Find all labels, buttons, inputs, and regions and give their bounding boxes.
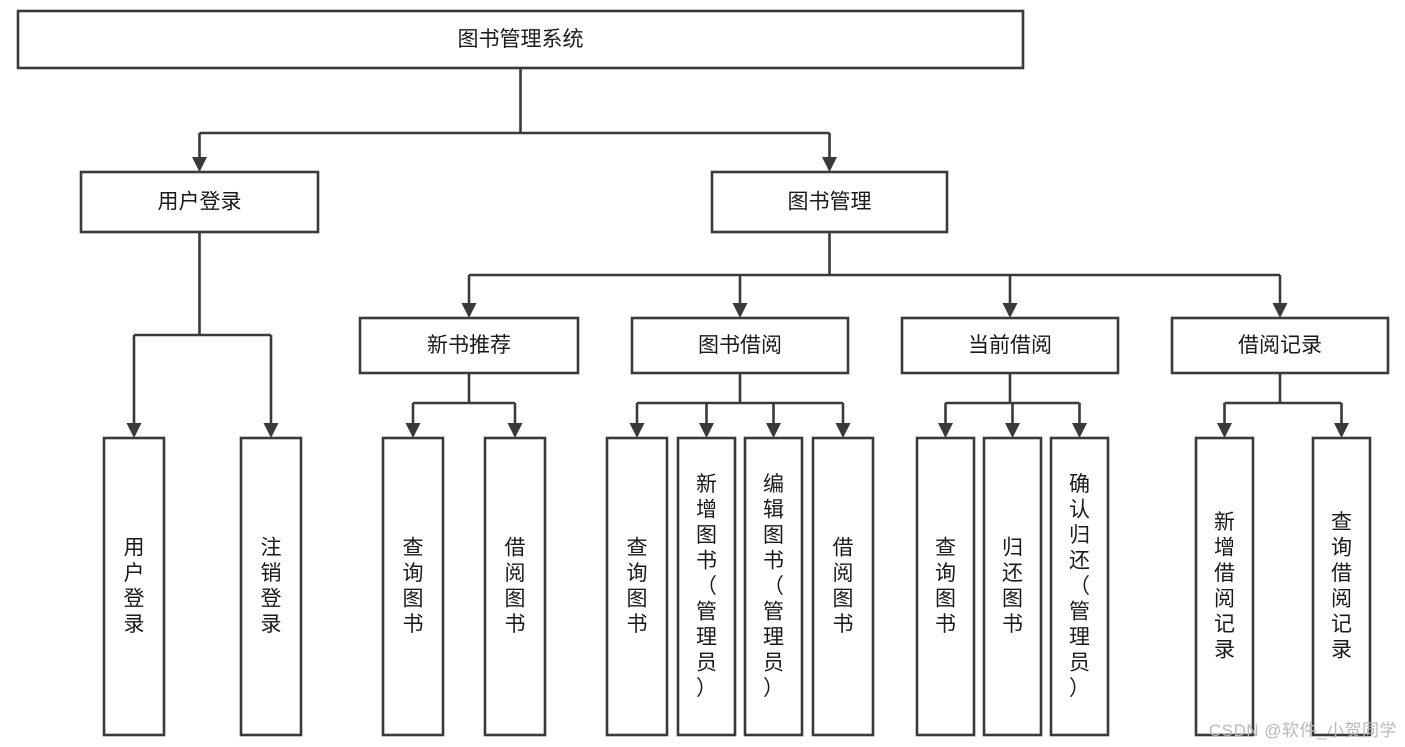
node-label-book-borrow: 图书借阅	[698, 334, 782, 357]
node-box-leaf-return-book	[982, 436, 1043, 737]
node-label-leaf-query-book-1: 查询图书	[403, 537, 424, 637]
node-root[interactable]: 图书管理系统	[16, 9, 1025, 70]
arrow-head-icon	[732, 303, 748, 318]
node-leaf-query-record[interactable]: 查询借阅记录	[1311, 436, 1372, 737]
node-label-leaf-borrow-book-1: 借阅图书	[505, 537, 526, 637]
node-label-current-borrow: 当前借阅	[968, 334, 1052, 357]
arrow-head-icon	[126, 423, 142, 438]
edge-group-root	[192, 68, 837, 172]
arrow-head-icon	[938, 423, 953, 438]
arrow-head-icon	[1005, 423, 1020, 438]
arrow-head-icon	[1272, 303, 1288, 318]
arrow-head-icon	[1072, 423, 1087, 438]
node-leaf-borrow-book-1[interactable]: 借阅图书	[483, 436, 547, 737]
node-label-borrow-record: 借阅记录	[1238, 334, 1322, 357]
node-label-leaf-add-record: 新增借阅记录	[1214, 511, 1235, 662]
node-box-leaf-query-record	[1311, 436, 1372, 737]
node-box-book-manage	[710, 170, 949, 234]
node-borrow-record[interactable]: 借阅记录	[1170, 316, 1390, 375]
edge-group-current-borrow	[938, 373, 1087, 438]
node-book-manage[interactable]: 图书管理	[710, 170, 949, 234]
node-label-leaf-query-book-2: 查询图书	[627, 537, 648, 637]
node-box-leaf-confirm-return	[1049, 436, 1110, 737]
nodes-layer: 图书管理系统用户登录图书管理新书推荐图书借阅当前借阅借阅记录用户登录注销登录查询…	[16, 9, 1390, 737]
node-box-leaf-edit-book	[743, 436, 804, 737]
node-user-login[interactable]: 用户登录	[79, 170, 320, 234]
node-current-borrow[interactable]: 当前借阅	[900, 316, 1120, 375]
node-label-leaf-edit-book: 编辑图书（管理员）	[763, 473, 784, 700]
node-box-book-borrow	[630, 316, 850, 375]
node-box-borrow-record	[1170, 316, 1390, 375]
node-box-current-borrow	[900, 316, 1120, 375]
node-leaf-confirm-return[interactable]: 确认归还（管理员）	[1049, 436, 1110, 737]
node-leaf-user-login[interactable]: 用户登录	[102, 436, 166, 737]
node-label-book-manage: 图书管理	[788, 191, 872, 214]
node-box-leaf-add-book	[676, 436, 737, 737]
node-box-leaf-add-record	[1194, 436, 1255, 737]
arrow-head-icon	[766, 423, 781, 438]
edge-group-new-book-rec	[405, 373, 523, 438]
node-label-user-login: 用户登录	[158, 191, 242, 214]
node-leaf-logout[interactable]: 注销登录	[239, 436, 303, 737]
edges-layer	[126, 68, 1349, 438]
node-label-leaf-confirm-return: 确认归还（管理员）	[1069, 473, 1090, 700]
node-book-borrow[interactable]: 图书借阅	[630, 316, 850, 375]
node-label-root: 图书管理系统	[458, 28, 584, 51]
node-box-leaf-query-book-2	[605, 436, 669, 737]
node-label-leaf-user-login: 用户登录	[124, 537, 145, 637]
node-new-book-rec[interactable]: 新书推荐	[358, 316, 580, 375]
node-leaf-return-book[interactable]: 归还图书	[982, 436, 1043, 737]
arrow-head-icon	[192, 157, 207, 172]
node-label-leaf-query-book-3: 查询图书	[935, 537, 956, 637]
arrow-head-icon	[699, 423, 714, 438]
node-label-leaf-query-record: 查询借阅记录	[1331, 511, 1352, 662]
node-box-user-login	[79, 170, 320, 234]
node-box-leaf-query-book-3	[915, 436, 976, 737]
node-label-leaf-logout: 注销登录	[261, 537, 282, 637]
node-label-new-book-rec: 新书推荐	[427, 334, 511, 357]
node-leaf-borrow-book-2[interactable]: 借阅图书	[811, 436, 875, 737]
node-leaf-query-book-3[interactable]: 查询图书	[915, 436, 976, 737]
edge-group-borrow-record	[1217, 373, 1349, 438]
arrow-head-icon	[263, 423, 279, 438]
node-leaf-add-record[interactable]: 新增借阅记录	[1194, 436, 1255, 737]
node-box-leaf-query-book-1	[381, 436, 445, 737]
node-leaf-query-book-2[interactable]: 查询图书	[605, 436, 669, 737]
node-leaf-add-book[interactable]: 新增图书（管理员）	[676, 436, 737, 737]
arrow-head-icon	[461, 303, 477, 318]
arrow-head-icon	[1217, 423, 1232, 438]
node-leaf-edit-book[interactable]: 编辑图书（管理员）	[743, 436, 804, 737]
arrow-head-icon	[507, 423, 523, 438]
arrow-head-icon	[629, 423, 645, 438]
node-box-leaf-borrow-book-2	[811, 436, 875, 737]
node-label-leaf-add-book: 新增图书（管理员）	[696, 473, 717, 700]
node-box-leaf-logout	[239, 436, 303, 737]
watermark-text: CSDN @软件_小贺同学	[1208, 721, 1397, 740]
node-box-root	[16, 9, 1025, 70]
node-label-leaf-return-book: 归还图书	[1002, 537, 1023, 637]
arrow-head-icon	[822, 157, 837, 172]
arrow-head-icon	[835, 423, 851, 438]
arrow-head-icon	[1334, 423, 1349, 438]
node-box-leaf-borrow-book-1	[483, 436, 547, 737]
arrow-head-icon	[405, 423, 421, 438]
node-leaf-query-book-1[interactable]: 查询图书	[381, 436, 445, 737]
node-box-new-book-rec	[358, 316, 580, 375]
arrow-head-icon	[1002, 303, 1018, 318]
edge-group-book-borrow	[629, 373, 851, 438]
node-box-leaf-user-login	[102, 436, 166, 737]
edge-group-book-manage	[461, 232, 1288, 318]
edge-group-user-login	[126, 232, 279, 438]
node-label-leaf-borrow-book-2: 借阅图书	[833, 537, 854, 637]
